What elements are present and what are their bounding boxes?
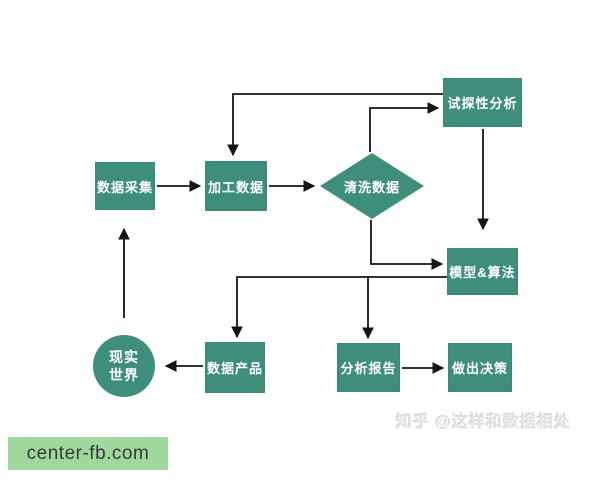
site-watermark-badge: center-fb.com xyxy=(8,437,168,470)
edge-clean-to-model xyxy=(370,220,444,270)
node-analysis-report: 分析报告 xyxy=(337,343,400,392)
node-real-world: 现实世界 xyxy=(93,335,155,397)
zhihu-watermark: 知乎 @这样和数据相处 xyxy=(396,414,572,431)
node-make-decision: 做出决策 xyxy=(448,343,512,392)
edge-model-to-dataproduct xyxy=(231,276,447,339)
edge-exploratory-to-process xyxy=(227,93,443,157)
edge-clean-to-exploratory xyxy=(369,102,440,152)
node-data-product: 数据产品 xyxy=(205,342,265,393)
node-data-collection: 数据采集 xyxy=(95,162,155,210)
real-world-label: 现实世界 xyxy=(108,348,139,383)
node-exploratory-analysis: 试探性分析 xyxy=(443,78,522,127)
node-process-data: 加工数据 xyxy=(205,161,267,211)
node-model-algorithm: 模型&算法 xyxy=(447,248,518,295)
